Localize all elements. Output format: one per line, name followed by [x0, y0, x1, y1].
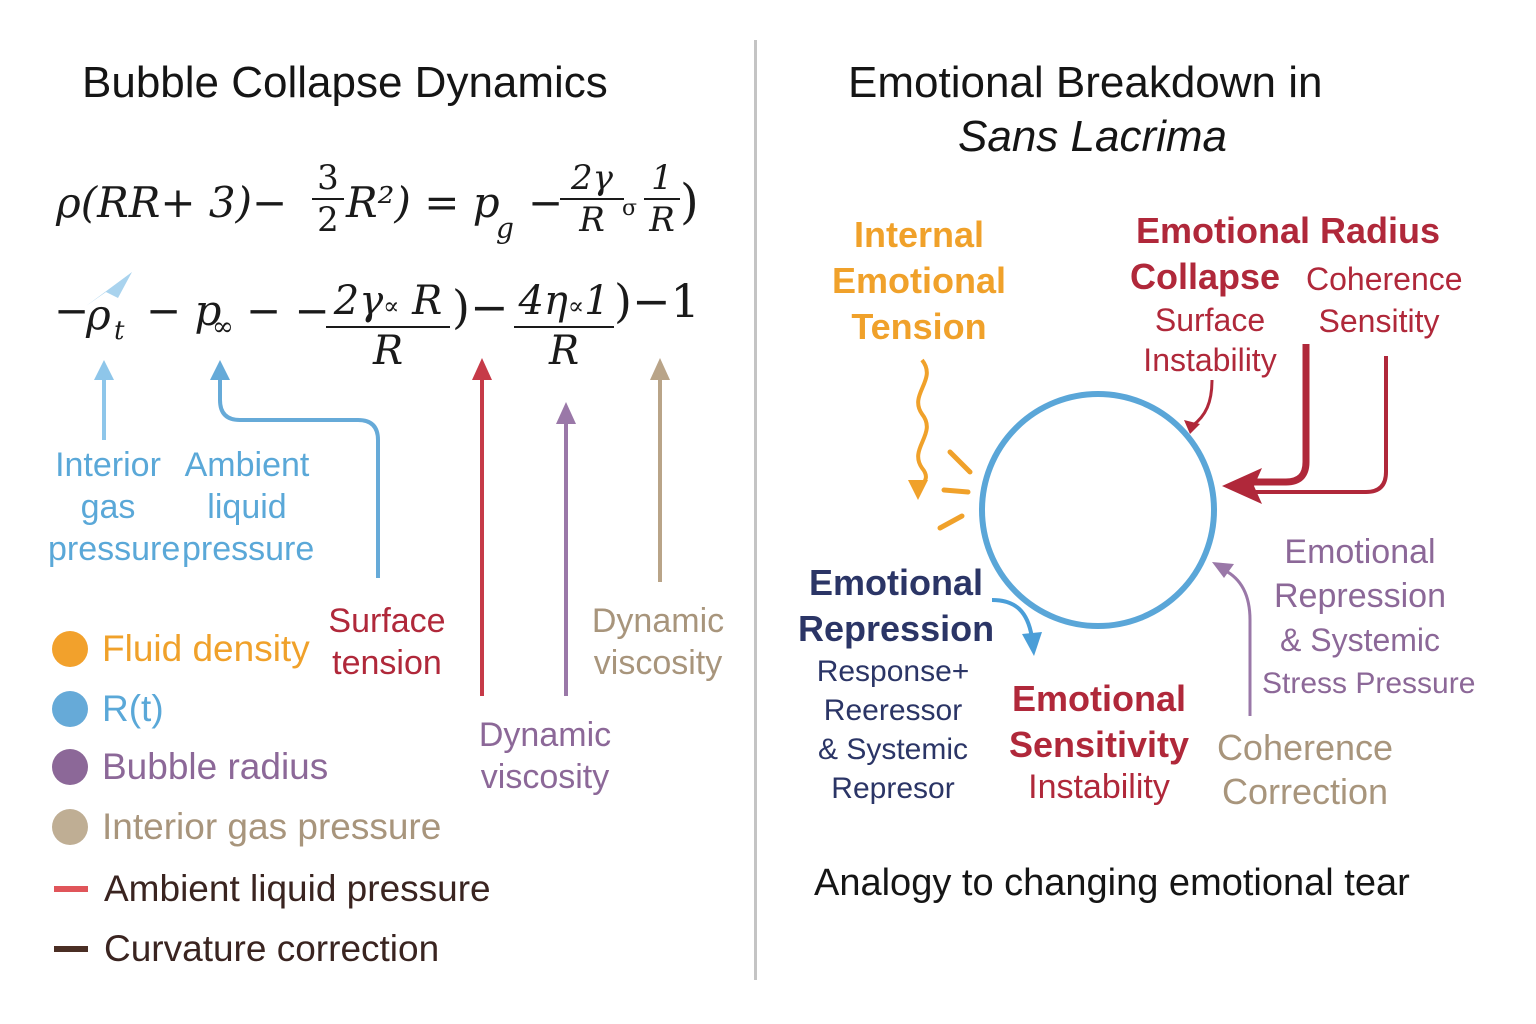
legend-item: Interior gas pressure — [52, 802, 441, 852]
right-title-line-1: Emotional Breakdown in — [848, 58, 1323, 107]
left-title: Bubble Collapse Dynamics — [82, 58, 608, 107]
burst-marks — [937, 449, 973, 531]
eq2-part-d: )− — [452, 280, 509, 334]
eq1-frac3: 1 R — [644, 158, 680, 240]
arrow-dynamic-2 — [650, 358, 670, 582]
eq1-close: ) — [680, 174, 699, 230]
repression-arrow — [991, 598, 1034, 639]
eq1-part-c: − — [528, 178, 564, 227]
legend-marker — [52, 809, 88, 845]
legend-item: Curvature correction — [52, 924, 439, 974]
eq2-frac1-num-r: R — [412, 278, 443, 324]
eq2-frac2-num: 4η — [518, 278, 568, 324]
label-collapse: Collapse — [1130, 256, 1281, 297]
wavy-arrow-head — [908, 480, 928, 500]
right-diagram — [908, 344, 1388, 716]
eq2-frac1-sub: ∝ — [383, 292, 400, 320]
legend-label: Interior gas pressure — [102, 806, 442, 847]
eq2-part-e: )−1 — [614, 274, 700, 328]
legend-label: R(t) — [102, 688, 164, 729]
wavy-arrow — [916, 358, 929, 495]
eq2-frac2-den: R — [548, 328, 580, 374]
legend-marker — [52, 749, 88, 785]
eq2-part-a: − — [54, 286, 90, 335]
arrow-ambient — [210, 360, 380, 578]
legend-marker — [52, 691, 88, 727]
eq1-frac1-num: 3 — [317, 158, 339, 198]
eq2-infinity: ∞ — [212, 312, 234, 342]
repression-arrow-head — [1022, 632, 1042, 656]
pointer-glyph-icon — [86, 272, 132, 306]
footer-caption: Analogy to changing emotional tear — [814, 862, 1410, 904]
eq2-frac2-num-1: 1 — [584, 278, 610, 324]
bubble-circle — [979, 391, 1217, 629]
eq1-frac1: 3 2 — [312, 158, 344, 240]
eq1-frac3-num: 1 — [651, 158, 673, 198]
eq1-part-a: ρ(RR+ 3)− — [56, 178, 288, 227]
legend-marker — [52, 631, 88, 667]
legend-label: Ambient liquid pressure — [104, 868, 491, 909]
arrow-dynamic-1 — [556, 402, 576, 696]
legend-item: Bubble radius — [52, 742, 328, 792]
legend-label: Fluid density — [102, 628, 310, 669]
surface-arrow-head — [1184, 420, 1200, 434]
eq1-part-b: R²) = p — [346, 178, 500, 227]
eq2-rho: ρ — [86, 290, 111, 339]
panel-divider — [754, 40, 757, 980]
eq1-frac2-num: 2γ — [571, 158, 613, 198]
legend-label: Bubble radius — [102, 746, 329, 787]
collapse-arrow — [1250, 344, 1310, 486]
stress-arrow — [1223, 568, 1252, 716]
legend-item: Fluid density — [52, 624, 310, 674]
eq2-frac2: 4η∝1 R — [514, 278, 614, 374]
eq2-frac2-sub: ∝ — [567, 292, 585, 320]
eq1-sub-g: g — [496, 212, 514, 245]
eq2-frac1-den: R — [372, 328, 404, 374]
label-emotional-radius: Emotional Radius — [1136, 210, 1441, 251]
legend-item: Ambient liquid pressure — [52, 864, 491, 914]
eq2-frac1-num: 2γ — [333, 278, 384, 324]
legend-marker — [54, 946, 88, 952]
legend-item: R(t) — [52, 684, 164, 734]
arrow-interior — [94, 360, 114, 440]
legend-label: Curvature correction — [104, 928, 440, 969]
eq1-sigma: σ — [622, 196, 638, 221]
label-sensitivity-instability: Instability — [1028, 768, 1170, 806]
coherence-arrow — [1252, 356, 1388, 494]
eq1-frac1-den: 2 — [317, 200, 339, 240]
stress-arrow-head — [1212, 562, 1234, 578]
eq1-frac3-den: R — [649, 200, 675, 240]
right-title-line-2: Sans Lacrima — [958, 112, 1228, 161]
arrow-surface — [472, 358, 492, 696]
collapse-arrow-head — [1222, 468, 1262, 504]
eq2-part-b: − p — [146, 286, 222, 335]
eq1-frac2-den: R — [579, 200, 605, 240]
eq2-frac1: 2γ∝ R R — [326, 278, 450, 374]
left-arrows — [94, 358, 670, 696]
eq2-sub-t: t — [114, 316, 125, 346]
eq2-part-c: − − — [246, 286, 330, 335]
eq1-frac2: 2γ R — [560, 158, 624, 240]
surface-arrow — [1191, 379, 1214, 428]
legend-marker — [54, 886, 88, 892]
